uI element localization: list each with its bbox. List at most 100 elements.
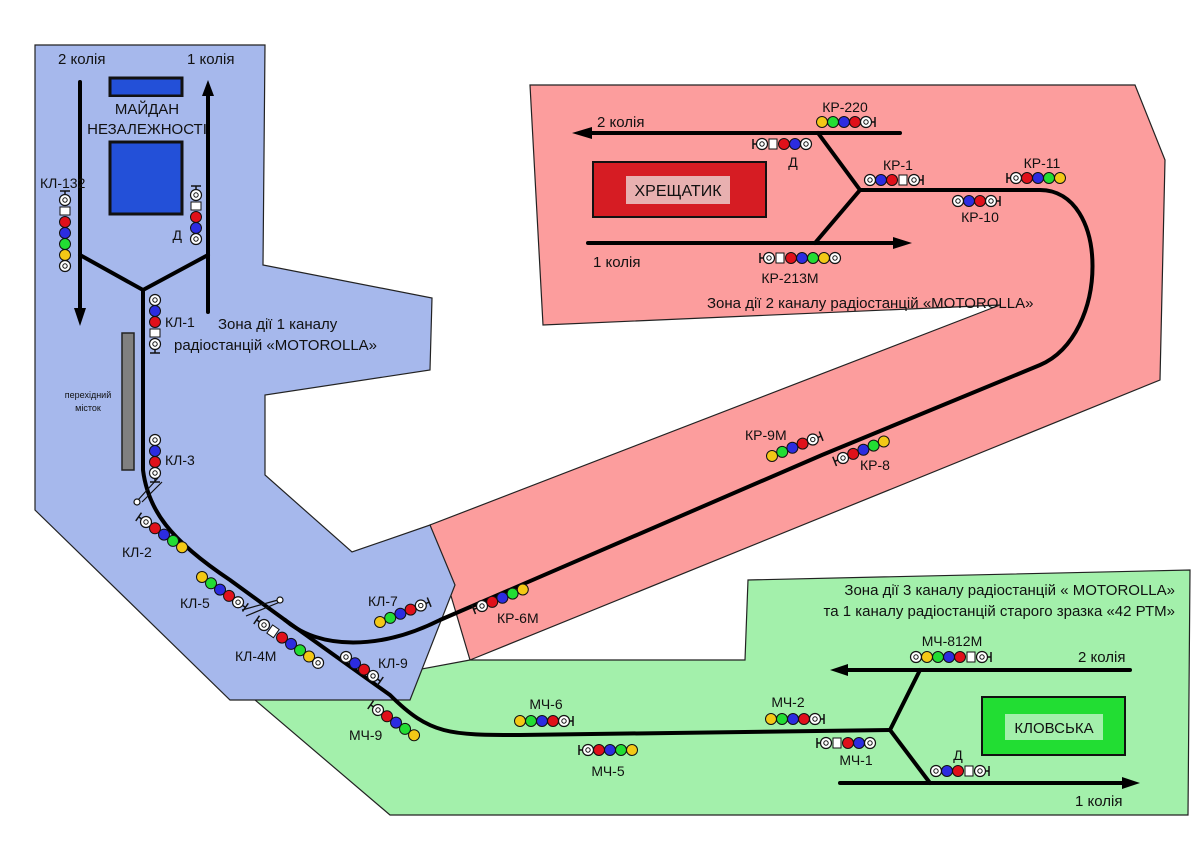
signal-lamp-green xyxy=(384,611,397,624)
signal-lamp-white xyxy=(898,174,908,186)
signal-target-icon xyxy=(339,650,353,664)
zone-3-area xyxy=(253,569,1191,816)
track-kr-branch xyxy=(283,188,1095,645)
signal: КР-220 xyxy=(816,99,876,129)
signal-target-icon xyxy=(929,764,943,778)
signal-mast-base xyxy=(367,700,375,710)
signal-label: КР-220 xyxy=(822,99,868,115)
signal-stop-icon xyxy=(371,703,385,717)
signal-lamp-blue xyxy=(604,744,616,756)
signal-lamp-yellow xyxy=(59,249,71,261)
signal-lamp-red xyxy=(974,195,986,207)
signal-lamp-red xyxy=(798,713,810,725)
signal-stop-icon xyxy=(581,743,595,757)
signal-lamp-green xyxy=(205,577,218,590)
signal-lamp-yellow xyxy=(176,541,189,554)
signal-mast-base xyxy=(253,615,261,625)
signal-stop-icon xyxy=(257,618,271,632)
signal-stop-icon xyxy=(189,188,203,202)
signal-lamp-red xyxy=(276,631,289,644)
signal-lamp-red xyxy=(954,651,966,663)
signal-target-icon xyxy=(311,656,325,669)
signal-stop-icon xyxy=(907,173,921,187)
signal-lamp-yellow xyxy=(516,583,529,596)
signal-stop-icon xyxy=(975,650,989,664)
khreshchatyk-label: ХРЕЩАТИК xyxy=(634,183,722,200)
arrow-maidan-1 xyxy=(202,80,214,96)
signal-label: КР-11 xyxy=(1024,155,1061,171)
signal-mast-base xyxy=(426,597,432,608)
signal-label: КР-213М xyxy=(761,270,818,286)
signal-lamp-red xyxy=(149,522,162,535)
signal-stop-icon xyxy=(148,337,162,351)
zone3-label-line2: та 1 каналу радіостанцій старого зразка … xyxy=(824,603,1176,620)
signal-target-icon xyxy=(828,251,842,265)
signal-lamp-blue xyxy=(787,713,799,725)
signal-stop-icon xyxy=(231,596,245,609)
switch-markers xyxy=(133,477,284,617)
signal-target-icon xyxy=(799,137,813,151)
signal-lamp-white xyxy=(59,206,71,216)
signal-target-icon xyxy=(951,194,965,208)
signal-lamp-yellow xyxy=(1054,172,1066,184)
zone3-label-line1: Зона дії 3 каналу радіостанцій « MOTOROL… xyxy=(844,582,1175,599)
signal-lamp-red xyxy=(358,663,371,676)
signal-lamp-red xyxy=(190,211,202,223)
signal: КЛ-4М xyxy=(235,615,325,669)
signal-target-icon xyxy=(148,433,162,447)
signal-label: КЛ-3 xyxy=(165,452,195,468)
signal-lamp-blue xyxy=(390,716,403,729)
signal-lamp-red xyxy=(886,174,898,186)
signal-label: КР-10 xyxy=(961,209,999,225)
signal-lamp-yellow xyxy=(816,116,828,128)
signal-lamp-blue xyxy=(149,445,161,457)
signal-lamp-green xyxy=(167,534,180,547)
signal-lamp-red xyxy=(842,737,854,749)
signal-target-icon xyxy=(58,259,72,273)
signal-lamp-blue xyxy=(875,174,887,186)
signal-lamp-blue xyxy=(963,195,975,207)
signal: МЧ-6 xyxy=(514,696,574,728)
signal-stop-icon xyxy=(808,712,822,726)
signal: Д xyxy=(752,137,813,170)
signal-lamp-red xyxy=(847,447,860,460)
signal-label: КЛ-7 xyxy=(368,593,398,609)
signal-lamp-blue xyxy=(1032,172,1044,184)
signal-stop-icon xyxy=(973,764,987,778)
signal: КР-213М xyxy=(759,251,842,286)
track-main-west xyxy=(141,288,287,622)
signal-lamp-yellow xyxy=(626,744,638,756)
signal-lamp-yellow xyxy=(921,651,933,663)
signal: КЛ-9 xyxy=(339,650,408,686)
signal-stop-icon xyxy=(806,433,819,446)
signal-label: КЛ-5 xyxy=(180,595,210,611)
label-klov-track1: 1 колія xyxy=(1075,793,1122,810)
signal-label: МЧ-5 xyxy=(591,763,624,779)
signal-label: Д xyxy=(173,227,183,243)
signal-lamp-yellow xyxy=(408,729,421,742)
signal-lamp-blue xyxy=(857,443,870,456)
signal-lamp-blue xyxy=(496,591,509,604)
signal-lamp-blue xyxy=(796,252,808,264)
signal-lamp-white xyxy=(266,624,280,639)
signal-lamp-blue xyxy=(190,222,202,234)
signal-mast-base xyxy=(135,512,143,522)
klovska-label: КЛОВСЬКА xyxy=(1014,720,1093,737)
signal-mast-base xyxy=(832,456,838,467)
signal-lamp-blue xyxy=(285,637,298,650)
signal-lamp-red xyxy=(952,765,964,777)
signal-lamp-red xyxy=(849,116,861,128)
zone1-label-line2: радіостанцій «MOTOROLLA» xyxy=(174,337,377,354)
signal-label: КР-6М xyxy=(497,610,539,626)
signal-lamp-white xyxy=(964,765,974,777)
signal-label: КЛ-4М xyxy=(235,648,276,664)
signal-lamp-yellow xyxy=(818,252,830,264)
signal-lamp-red xyxy=(381,710,394,723)
signal: КЛ-7 xyxy=(368,593,432,628)
signal-stop-icon xyxy=(984,194,998,208)
signal: Д xyxy=(173,185,203,246)
signal-lamp-green xyxy=(294,644,307,657)
zone-labels: Зона дії 1 каналу радіостанцій «MOTOROLL… xyxy=(174,295,1175,620)
signal: КР-6М xyxy=(471,583,539,626)
signal-lamp-green xyxy=(776,445,789,458)
